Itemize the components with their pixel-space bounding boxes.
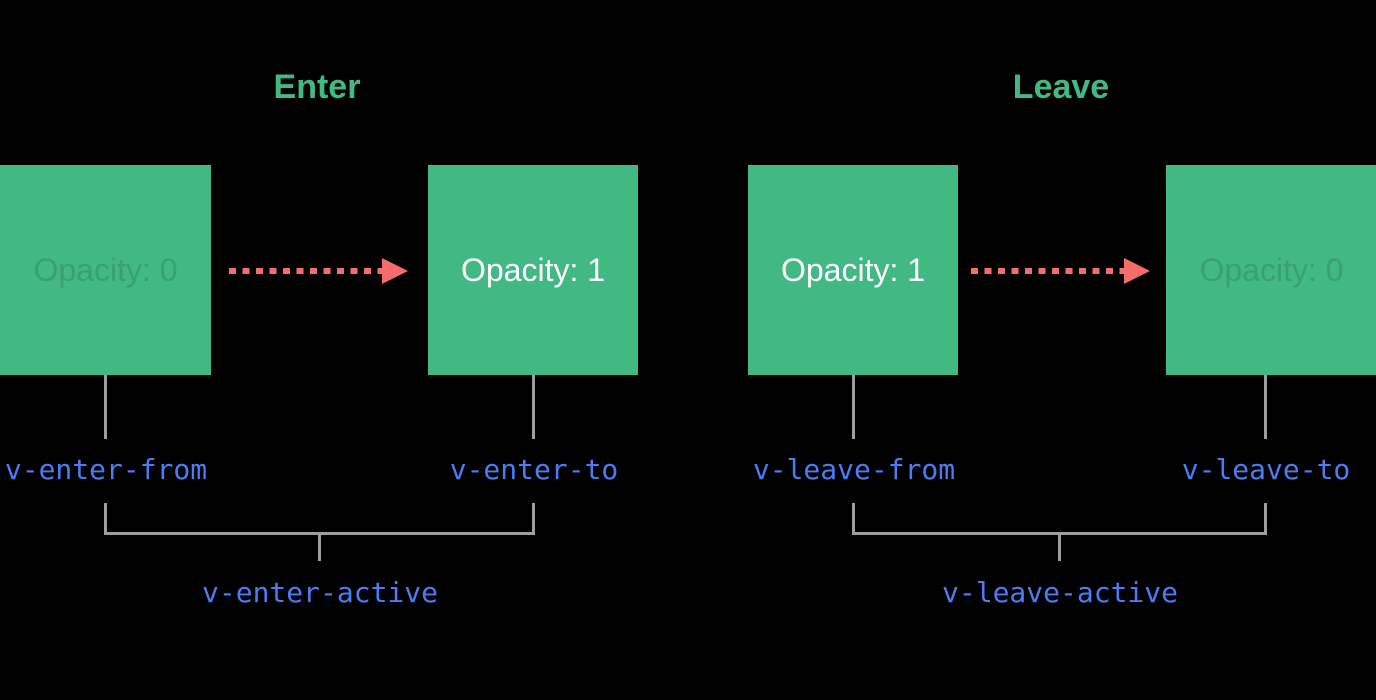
leave-bracket-left <box>852 503 855 535</box>
leave-from-class-label: v-leave-from <box>752 453 956 486</box>
leave-title: Leave <box>1012 68 1110 106</box>
enter-from-opacity-label: Opacity: 0 <box>33 252 178 288</box>
enter-bracket-bar <box>104 532 535 535</box>
enter-from-box: Opacity: 0 <box>0 165 211 375</box>
leave-bracket-stem <box>1058 535 1061 561</box>
leave-to-connector-line <box>1264 375 1267 439</box>
leave-from-box: Opacity: 1 <box>748 165 958 375</box>
dashed-arrow-right-icon <box>229 258 408 284</box>
leave-bracket-bar <box>852 532 1267 535</box>
enter-to-box: Opacity: 1 <box>428 165 638 375</box>
enter-from-connector-line <box>104 375 107 439</box>
enter-from-class-label: v-enter-from <box>4 453 208 486</box>
enter-title: Enter <box>273 68 361 106</box>
leave-to-opacity-label: Opacity: 0 <box>1199 252 1344 288</box>
enter-bracket-right <box>532 503 535 535</box>
leave-to-class-label: v-leave-to <box>1181 453 1351 486</box>
leave-bracket-right <box>1264 503 1267 535</box>
enter-bracket-left <box>104 503 107 535</box>
leave-active-class-label: v-leave-active <box>941 576 1179 609</box>
leave-from-connector-line <box>852 375 855 439</box>
dashed-arrow-right-icon <box>971 258 1150 284</box>
enter-to-opacity-label: Opacity: 1 <box>460 252 606 288</box>
enter-bracket-stem <box>318 535 321 561</box>
leave-from-opacity-label: Opacity: 1 <box>780 252 926 288</box>
enter-to-class-label: v-enter-to <box>449 453 619 486</box>
leave-to-box: Opacity: 0 <box>1166 165 1376 375</box>
enter-to-connector-line <box>532 375 535 439</box>
enter-active-class-label: v-enter-active <box>201 576 439 609</box>
